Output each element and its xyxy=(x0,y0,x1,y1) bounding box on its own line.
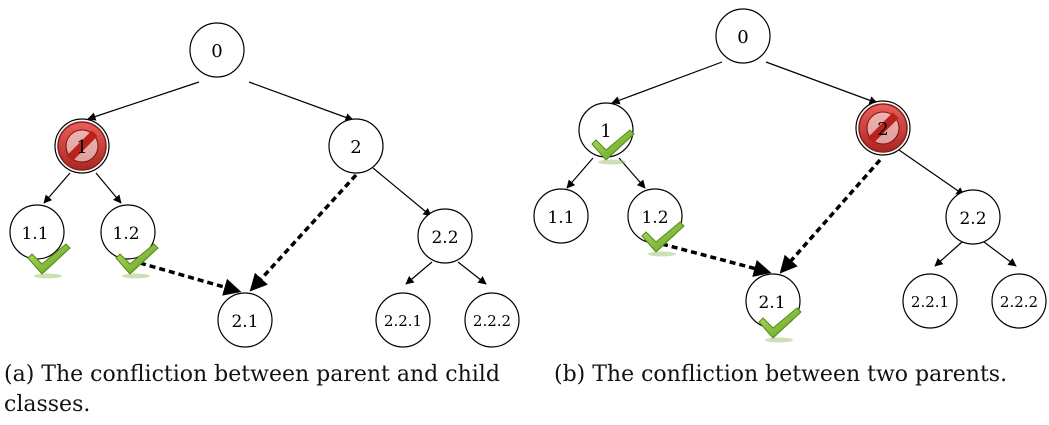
edge-1-1.1 xyxy=(43,172,71,204)
edge-2-2.2 xyxy=(898,149,965,196)
svg-text:0: 0 xyxy=(737,27,748,48)
edges-a xyxy=(43,81,487,296)
svg-text:0: 0 xyxy=(211,41,222,62)
edges-b xyxy=(566,61,1017,277)
edge-2.2-2.2.1 xyxy=(405,261,433,285)
dashed-edge-1.2-2.1 xyxy=(139,261,242,296)
node-1: 1 xyxy=(578,102,634,158)
edge-1-1.2 xyxy=(95,172,122,204)
check-icon xyxy=(641,221,685,257)
svg-text:2.1: 2.1 xyxy=(758,293,785,313)
node-1.1: 1.1 xyxy=(533,188,589,244)
svg-text:2.2.2: 2.2.2 xyxy=(1000,293,1038,311)
node-1.2: 1.2 xyxy=(100,204,156,260)
svg-text:2.2: 2.2 xyxy=(431,228,458,248)
node-2.1: 2.1 xyxy=(745,273,801,329)
diagram-canvas: 0 1 2 1.1 1.2 2.2 2.1 2.2.1 xyxy=(9,8,1047,348)
node-1.1: 1.1 xyxy=(9,204,65,260)
dashed-edge-2-2.1 xyxy=(249,173,358,292)
svg-text:2: 2 xyxy=(877,119,888,140)
check-icon xyxy=(591,129,635,165)
check-icon xyxy=(115,243,159,279)
edge-0-2 xyxy=(248,81,354,122)
tree-a: 0 1 2 1.1 1.2 2.2 2.1 2.2.1 xyxy=(9,22,520,348)
svg-text:2.2.1: 2.2.1 xyxy=(384,312,422,330)
dashed-edge-1.2-2.1 xyxy=(661,242,772,277)
node-2.1: 2.1 xyxy=(217,292,273,348)
forbidden-icon: 1 xyxy=(57,121,107,171)
node-2.2.1: 2.2.1 xyxy=(902,273,958,329)
caption-a: (a) The confliction between parent and c… xyxy=(4,362,500,417)
node-2: 2 xyxy=(328,118,384,174)
tree-b: 0 1 2 1.1 1.2 2.2 2.1 2.2.1 xyxy=(533,8,1047,343)
edge-1-1.1 xyxy=(566,157,594,189)
node-1.2: 1.2 xyxy=(627,188,683,244)
svg-text:2: 2 xyxy=(350,137,361,158)
svg-text:2.1: 2.1 xyxy=(231,312,258,332)
edge-2.2-2.2.1 xyxy=(934,241,963,267)
svg-text:2.2.1: 2.2.1 xyxy=(911,293,949,311)
svg-text:1: 1 xyxy=(76,137,87,158)
edge-0-1 xyxy=(87,81,200,121)
svg-text:1.1: 1.1 xyxy=(547,208,574,228)
node-2.2: 2.2 xyxy=(945,189,1001,245)
caption-b: (b) The confliction between two parents. xyxy=(554,362,1008,387)
node-2.2.2: 2.2.2 xyxy=(991,273,1047,329)
edge-2.2-2.2.2 xyxy=(457,261,487,285)
edge-2-2.2 xyxy=(372,167,432,217)
dashed-edge-2-2.1 xyxy=(779,158,882,274)
edge-0-1 xyxy=(611,61,723,105)
svg-text:1.2: 1.2 xyxy=(641,208,668,228)
svg-text:1.1: 1.1 xyxy=(21,224,48,244)
svg-text:2.2: 2.2 xyxy=(959,209,986,229)
svg-text:1: 1 xyxy=(600,121,611,142)
node-2.2.2: 2.2.2 xyxy=(464,292,520,348)
edge-2.2-2.2.2 xyxy=(983,241,1017,267)
forbidden-icon: 2 xyxy=(858,103,908,153)
node-2.2.1: 2.2.1 xyxy=(375,292,431,348)
node-2.2: 2.2 xyxy=(417,208,473,264)
check-icon xyxy=(758,307,802,343)
svg-text:2.2.2: 2.2.2 xyxy=(473,312,511,330)
node-0: 0 xyxy=(189,22,245,78)
svg-text:1.2: 1.2 xyxy=(112,224,139,244)
node-0: 0 xyxy=(715,8,771,64)
edge-0-2 xyxy=(765,61,878,105)
check-icon xyxy=(27,243,71,279)
